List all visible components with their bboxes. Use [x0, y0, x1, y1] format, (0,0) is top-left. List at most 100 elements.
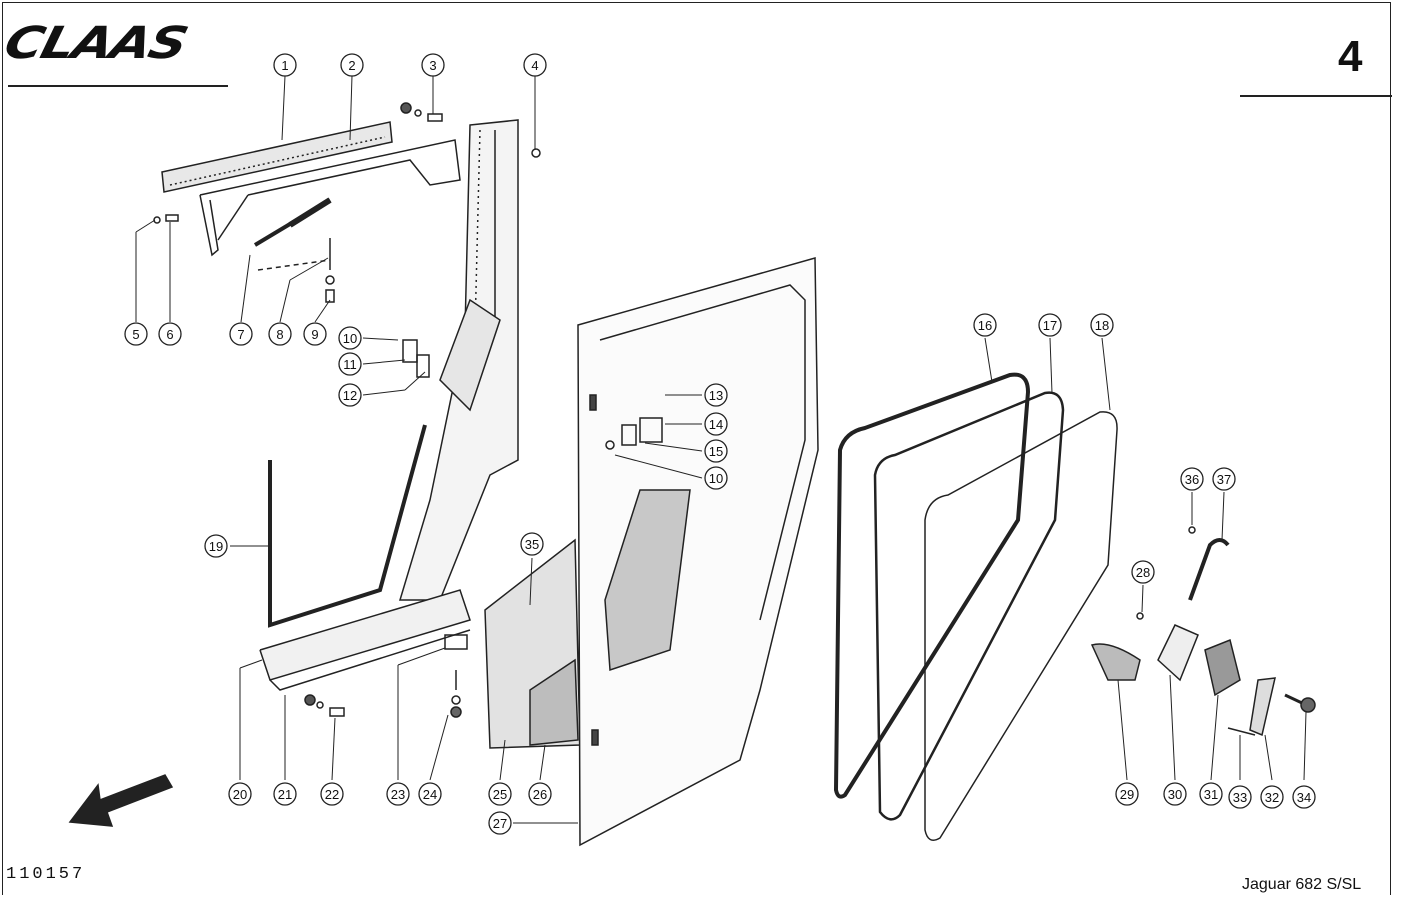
brand-underline — [8, 85, 228, 87]
callout-circle — [488, 811, 512, 835]
callout-circle — [418, 782, 442, 806]
part-bolt-nut — [325, 238, 335, 303]
part-hinge-left — [402, 339, 430, 378]
callout-circle — [704, 412, 728, 436]
callout-17: 17 — [1038, 313, 1062, 337]
part-window-glass-17 — [873, 391, 1065, 821]
callout-label: 17 — [1043, 318, 1057, 333]
callout-label: 21 — [278, 787, 292, 802]
callout-label: 30 — [1168, 787, 1182, 802]
callout-label: 4 — [531, 58, 538, 73]
callout-circle — [523, 53, 547, 77]
callout-label: 24 — [423, 787, 437, 802]
callout-35: 35 — [520, 532, 544, 556]
callout-30: 30 — [1163, 782, 1187, 806]
callout-circle — [1038, 313, 1062, 337]
callout-circle — [340, 53, 364, 77]
callout-circle — [704, 439, 728, 463]
callout-label: 36 — [1185, 472, 1199, 487]
callout-circle — [488, 782, 512, 806]
part-cab-pillar — [259, 119, 519, 691]
callout-26: 26 — [528, 782, 552, 806]
callout-33: 33 — [1228, 785, 1252, 809]
part-window-seal — [833, 372, 1031, 799]
callout-circle — [204, 534, 228, 558]
callout-circle — [1212, 467, 1236, 491]
callout-label: 31 — [1204, 787, 1218, 802]
callout-label: 3 — [429, 58, 436, 73]
callout-24: 24 — [418, 782, 442, 806]
part-fasteners-top — [153, 102, 541, 224]
callout-circle — [338, 326, 362, 350]
callout-circle — [1199, 782, 1223, 806]
callout-10: 10 — [338, 326, 362, 350]
callout-circle — [273, 782, 297, 806]
callout-label: 16 — [978, 318, 992, 333]
callout-circle — [268, 322, 292, 346]
callout-20: 20 — [228, 782, 252, 806]
part-fasteners-bottom — [304, 694, 345, 717]
callout-31: 31 — [1199, 782, 1223, 806]
callout-19: 19 — [204, 534, 228, 558]
callout-circle — [338, 352, 362, 376]
callout-label: 7 — [237, 327, 244, 342]
callout-circle — [1228, 785, 1252, 809]
part-strip — [161, 121, 393, 193]
callout-label: 11 — [343, 357, 357, 372]
callout-circle — [229, 322, 253, 346]
part-gas-strut — [253, 197, 332, 271]
callout-label: 2 — [348, 58, 355, 73]
callout-5: 5 — [124, 322, 148, 346]
callout-29: 29 — [1115, 782, 1139, 806]
callout-label: 9 — [311, 327, 318, 342]
callout-label: 8 — [276, 327, 283, 342]
sheet-number: 4 — [1338, 32, 1363, 81]
callout-circle — [228, 782, 252, 806]
callout-11: 11 — [338, 352, 362, 376]
callout-2: 2 — [340, 53, 364, 77]
callout-8: 8 — [268, 322, 292, 346]
callout-15: 15 — [704, 439, 728, 463]
callout-34: 34 — [1292, 785, 1316, 809]
callout-circle — [303, 322, 327, 346]
callout-circle — [1090, 313, 1114, 337]
callout-13: 13 — [704, 383, 728, 407]
callout-circle — [1260, 785, 1284, 809]
callout-18: 18 — [1090, 313, 1114, 337]
callout-label: 29 — [1120, 787, 1134, 802]
callout-6: 6 — [158, 322, 182, 346]
part-lock-assembly — [1090, 612, 1316, 737]
callout-circle — [1180, 467, 1204, 491]
callout-circle — [1131, 560, 1155, 584]
callout-36: 36 — [1180, 467, 1204, 491]
callout-22: 22 — [320, 782, 344, 806]
callout-label: 12 — [343, 388, 357, 403]
callout-label: 37 — [1217, 472, 1231, 487]
part-door — [577, 257, 819, 847]
callout-label: 1 — [281, 58, 288, 73]
callout-label: 20 — [233, 787, 247, 802]
callout-circle — [520, 532, 544, 556]
callout-circle — [528, 782, 552, 806]
callout-label: 13 — [709, 388, 723, 403]
callout-32: 32 — [1260, 785, 1284, 809]
callout-label: 34 — [1297, 790, 1311, 805]
callout-label: 33 — [1233, 790, 1247, 805]
callout-label: 27 — [493, 816, 507, 831]
callout-circle — [1163, 782, 1187, 806]
callout-circle — [124, 322, 148, 346]
callout-14: 14 — [704, 412, 728, 436]
callout-circle — [1115, 782, 1139, 806]
part-door-panel — [484, 538, 581, 749]
callout-label: 14 — [709, 417, 723, 432]
part-upper-bracket — [199, 139, 461, 257]
callout-9: 9 — [303, 322, 327, 346]
callout-circle — [320, 782, 344, 806]
callout-label: 10 — [343, 331, 357, 346]
callout-7: 7 — [229, 322, 253, 346]
callout-circle — [386, 782, 410, 806]
callout-37: 37 — [1212, 467, 1236, 491]
sheet-underline — [1240, 95, 1392, 97]
